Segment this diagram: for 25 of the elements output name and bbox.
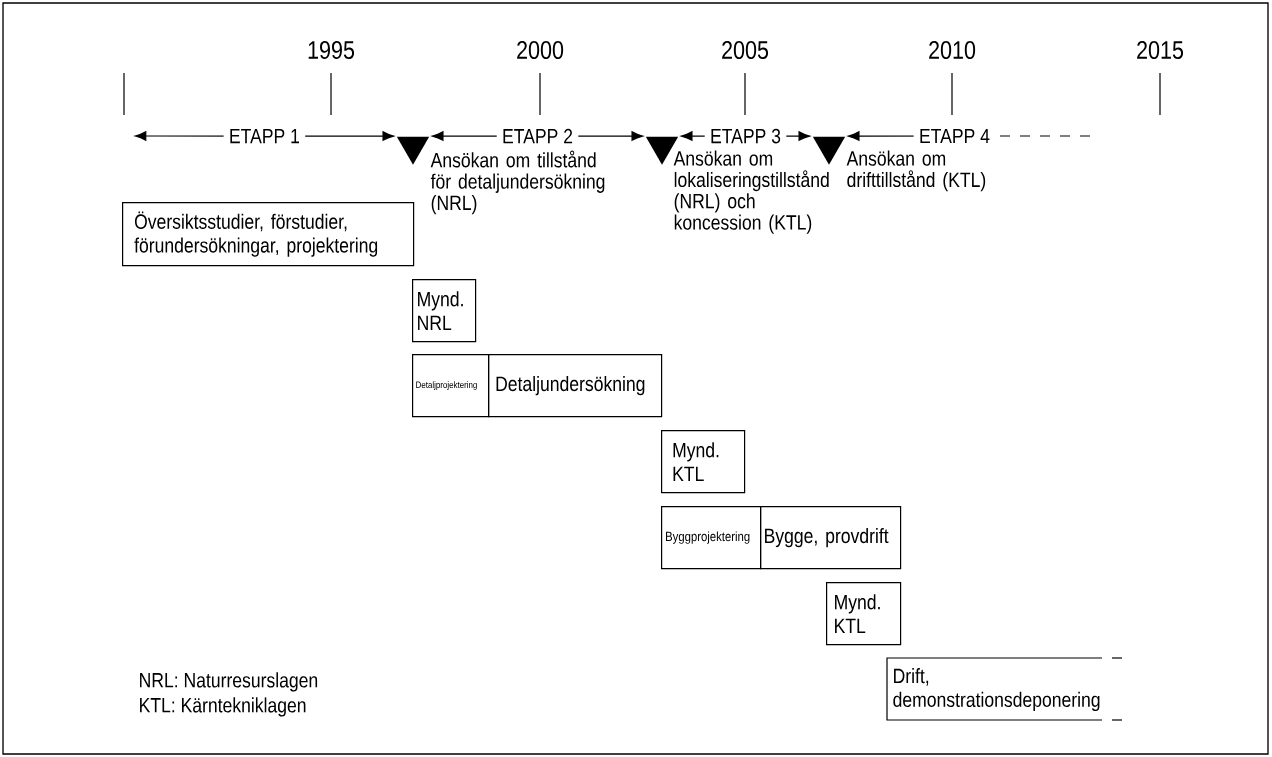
milestone-label: Ansökan om tillstånd för detaljundersökning (NRL) [430,150,605,215]
activity-bar: Byggprojektering [661,506,762,570]
abbreviation-note: NRL: Naturresurslagen [140,672,318,692]
edge-label: ETAPP 3 [704,124,787,148]
activity-bar: Mynd. NRL [412,279,477,343]
edge-label: ETAPP 1 [223,124,306,148]
edge-label: ETAPP 2 [496,124,579,148]
activity-bar: Mynd. KTL [826,582,902,646]
activity-bar: Detaljprojektering [412,354,490,418]
edge-label: ETAPP 4 [913,124,996,148]
year-label: 1995 [308,41,355,59]
year-label: 2010 [929,41,976,59]
milestone-triangle [396,136,430,165]
activity-bar: Mynd. KTL [661,430,746,494]
milestone-triangle [812,136,846,165]
activity-bar: Drift, demonstrationsdeponering [886,657,1123,721]
year-label: 2005 [722,41,769,59]
activity-bar: Översiktsstudier, förstudier, förundersökningar, projektering [122,202,415,267]
year-label: 2015 [1137,41,1184,59]
milestone-label: Ansökan om lokaliseringstillstånd (NRL) och koncession (KTL) [673,150,829,234]
year-label: 2000 [517,41,564,59]
milestone-label: Ansökan om drifttillstånd (KTL) [846,150,986,192]
activity-bar: Detaljundersökning [488,354,663,418]
abbreviation-note: KTL: Kärntekniklagen [140,697,306,717]
activity-bar: Bygge, provdrift [760,506,902,570]
